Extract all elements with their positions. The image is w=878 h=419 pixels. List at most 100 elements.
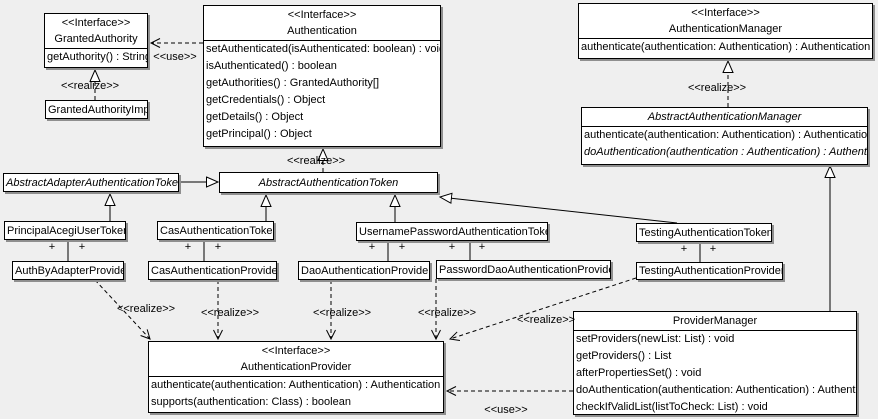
class-name: AbstractAuthenticationManager [647, 111, 802, 123]
class-box-username-password-authentication-token[interactable]: UsernamePasswordAuthenticationToken [356, 222, 548, 241]
class-name: UsernamePasswordAuthenticationToken [359, 225, 548, 238]
method-label: getPrincipal() : Object [206, 128, 312, 140]
class-name: DaoAuthenticationProvider [301, 264, 430, 277]
class-box-dao-authentication-provider[interactable]: DaoAuthenticationProvider [298, 261, 430, 280]
class-name: GrantedAuthorityImpl [48, 103, 148, 116]
class-name: TestingAuthenticationToken [639, 226, 772, 239]
use-label-granted-authority: <<use>> [153, 51, 197, 63]
method-label: setProviders(newList: List) : void [576, 333, 735, 345]
class-name: PasswordDaoAuthenticationProvider [439, 263, 611, 276]
class-box-principal-acegi-user-token[interactable]: PrincipalAcegiUserToken [4, 221, 126, 240]
method-label: authenticate(authentication: Authenticat… [151, 379, 441, 391]
association-plus-mark: + [448, 241, 456, 253]
realize-label-auth-by-adapter: <<realize>> [116, 303, 176, 315]
class-header: UsernamePasswordAuthenticationToken [357, 223, 548, 240]
class-header: AbstractAdapterAuthenticationToken [4, 174, 179, 191]
method-label: getAuthorities() : GrantedAuthority[] [206, 77, 380, 89]
association-plus-mark: + [368, 241, 376, 253]
stereotype-label: <<Interface>> [61, 17, 131, 29]
class-name: ProviderManager [672, 315, 758, 327]
class-header: DaoAuthenticationProvider [299, 262, 430, 279]
class-box-provider-manager[interactable]: ProviderManager setProviders(newList: Lis… [573, 311, 857, 415]
class-name: Authentication [287, 25, 357, 37]
association-plus-mark: + [78, 241, 86, 253]
class-box-testing-authentication-provider[interactable]: TestingAuthenticationProvider [636, 262, 783, 280]
stereotype-label: <<Interface>> [287, 9, 357, 21]
class-box-authentication[interactable]: <<Interface>> Authentication setAuthentica… [203, 5, 441, 147]
class-header: CasAuthenticationProvider [149, 262, 277, 279]
class-header: <<Interface>> GrantedAuthority [45, 14, 147, 48]
class-name: CasAuthenticationProvider [151, 264, 277, 277]
class-name: GrantedAuthority [54, 33, 138, 45]
class-box-authentication-provider[interactable]: <<Interface>> AuthenticationProvider authe… [148, 341, 444, 413]
method-label: setAuthenticated(isAuthenticated: boolea… [206, 43, 440, 55]
class-header: <<Interface>> AuthenticationProvider [149, 342, 443, 376]
class-box-cas-authentication-provider[interactable]: CasAuthenticationProvider [148, 261, 277, 280]
class-box-abstract-authentication-manager[interactable]: AbstractAuthenticationManager authenticat… [581, 107, 868, 165]
method-label: authenticate(authentication: Authenticat… [581, 41, 871, 53]
association-plus-mark: + [48, 241, 56, 253]
class-box-cas-authentication-token[interactable]: CasAuthenticationToken [157, 221, 274, 240]
class-header: ProviderManager [574, 312, 856, 330]
method-label: doAuthentication(authentication: Authent… [576, 384, 856, 396]
use-label-provider-manager: <<use>> [484, 404, 528, 416]
class-header: CasAuthenticationToken [158, 222, 273, 239]
method-label: getDetails() : Object [206, 111, 304, 123]
stereotype-label: <<Interface>> [261, 345, 331, 357]
class-name: AuthenticationManager [668, 23, 783, 35]
method-label: afterPropertiesSet() : void [576, 367, 702, 379]
class-box-granted-authority[interactable]: <<Interface>> GrantedAuthority getAuthorit… [44, 13, 148, 68]
association-plus-mark: + [214, 241, 222, 253]
class-box-granted-authority-impl[interactable]: GrantedAuthorityImpl [45, 100, 148, 119]
class-header: <<Interface>> AuthenticationManager [579, 4, 872, 38]
class-header: <<Interface>> Authentication [204, 6, 440, 40]
class-header: AbstractAuthenticationToken [220, 174, 437, 192]
association-plus-mark: + [184, 241, 192, 253]
class-box-password-dao-authentication-provider[interactable]: PasswordDaoAuthenticationProvider [436, 260, 611, 279]
association-plus-mark: + [680, 243, 688, 255]
class-name: AuthenticationProvider [240, 361, 352, 373]
method-label: doAuthentication(authentication : Authen… [584, 146, 867, 158]
method-compartment: setProviders(newList: List) : void getPro… [574, 330, 856, 414]
realize-label-cas-provider: <<realize>> [200, 307, 260, 319]
association-plus-mark: + [709, 243, 717, 255]
realize-label-abstract-manager: <<realize>> [687, 82, 747, 94]
method-label: getAuthority() : String [47, 51, 147, 63]
association-plus-mark: + [478, 241, 486, 253]
class-name: TestingAuthenticationProvider [639, 265, 783, 277]
realize-label-granted-authority: <<realize>> [60, 80, 120, 92]
class-box-abstract-authentication-token[interactable]: AbstractAuthenticationToken [219, 172, 438, 193]
class-name: AbstractAuthenticationToken [258, 176, 399, 189]
method-label: isAuthenticated() : boolean [206, 60, 337, 72]
class-name: AbstractAdapterAuthenticationToken [6, 176, 179, 189]
class-name: PrincipalAcegiUserToken [7, 224, 126, 237]
realize-label-testing-provider: <<realize>> [516, 314, 576, 326]
stereotype-label: <<Interface>> [691, 7, 760, 19]
class-header: GrantedAuthorityImpl [46, 101, 148, 118]
class-box-testing-authentication-token[interactable]: TestingAuthenticationToken [636, 223, 772, 242]
class-box-auth-by-adapter-provider[interactable]: AuthByAdapterProvider [12, 261, 124, 280]
method-compartment: setAuthenticated(isAuthenticated: boolea… [204, 40, 440, 146]
edge-gen-testing-token-to-abstract-token [440, 197, 678, 224]
class-header: TestingAuthenticationToken [637, 224, 772, 241]
realize-label-abstract-token: <<realize>> [286, 155, 346, 167]
class-header: TestingAuthenticationProvider [637, 263, 783, 279]
class-header: PasswordDaoAuthenticationProvider [437, 261, 611, 278]
class-header: PrincipalAcegiUserToken [5, 222, 126, 239]
method-compartment: getAuthority() : String [45, 48, 147, 67]
method-label: getProviders() : List [576, 350, 672, 362]
method-compartment: authenticate(authentication: Authenticat… [149, 376, 443, 412]
method-label: authenticate(authentication: Authenticat… [584, 129, 867, 141]
class-header: AuthByAdapterProvider [13, 262, 123, 279]
method-label: getCredentials() : Object [206, 94, 326, 106]
realize-label-dao-provider: <<realize>> [312, 307, 372, 319]
method-compartment: authenticate(authentication: Authenticat… [579, 38, 872, 58]
class-box-abstract-adapter-authentication-token[interactable]: AbstractAdapterAuthenticationToken [3, 173, 179, 192]
class-box-authentication-manager[interactable]: <<Interface>> AuthenticationManager authen… [578, 3, 873, 59]
method-label: checkIfValidList(listToCheck: List) : vo… [576, 401, 768, 413]
association-plus-mark: + [398, 241, 406, 253]
method-compartment: authenticate(authentication: Authenticat… [582, 126, 867, 164]
method-label: supports(authentication: Class) : boolea… [151, 396, 351, 408]
